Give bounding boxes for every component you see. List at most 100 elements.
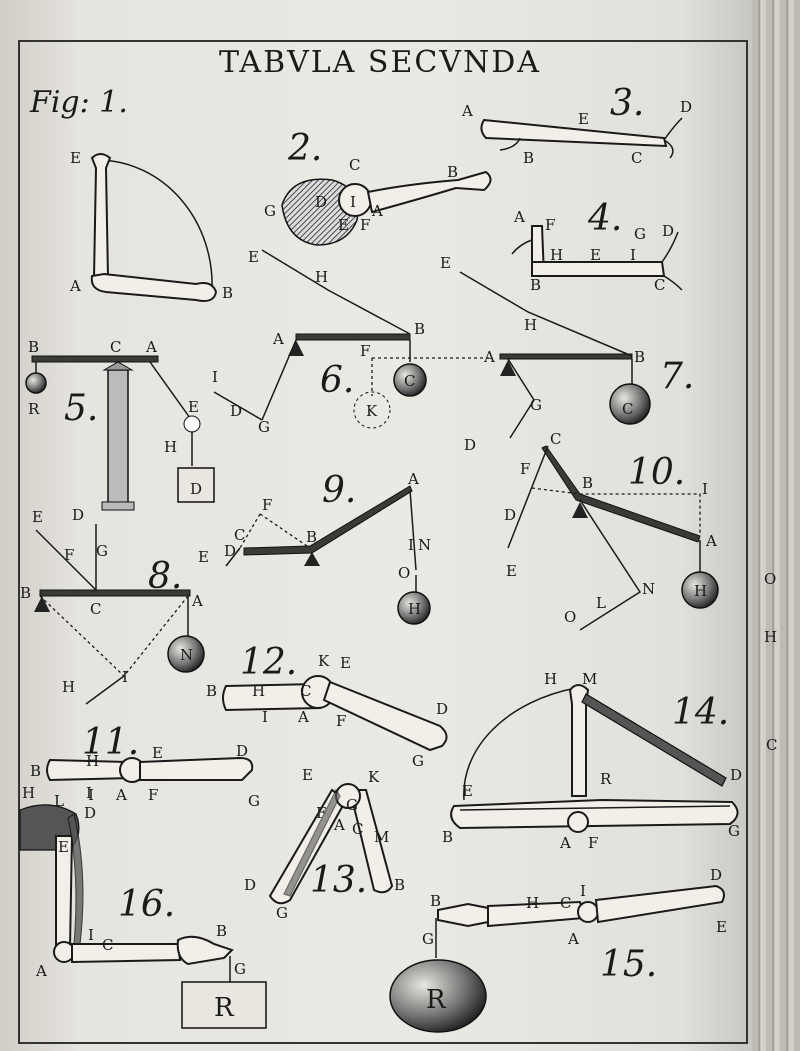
- fig12-label-e: E: [340, 654, 351, 672]
- fig6-label-e: E: [248, 248, 259, 266]
- fig8-cord-e: [35, 529, 97, 591]
- fig10-label-f: F: [520, 460, 530, 478]
- fig1-label-a: A: [69, 277, 81, 295]
- fig15-label-h: H: [526, 894, 539, 912]
- fig10-label-a: A: [705, 532, 717, 550]
- fig10-label-l: L: [596, 594, 606, 612]
- fig16-label-h: H: [22, 784, 35, 802]
- fig8-label-b: B: [20, 584, 31, 602]
- fig5-label-h: H: [164, 438, 177, 456]
- fig8-label-i: I: [122, 668, 128, 686]
- fig11-label-f: F: [148, 786, 158, 804]
- figure-10: 10. C F B I D A E H N L O: [504, 430, 719, 631]
- fig16-number: 16.: [118, 884, 175, 925]
- fig3-label-d: D: [680, 98, 692, 116]
- fig1-label-e: E: [70, 149, 81, 167]
- fig10-number: 10.: [628, 452, 685, 493]
- fig8-label-e: E: [32, 508, 43, 526]
- fig7-cord-eh: [459, 271, 633, 357]
- fig13-muscle: [283, 788, 341, 897]
- fig12-label-b: B: [206, 682, 217, 700]
- fig4-label-c: C: [654, 276, 665, 294]
- fig12-upper-bone: [222, 682, 322, 712]
- figure-8: 8. E D F G B C A N I H: [20, 506, 205, 705]
- fig5-label-c: C: [110, 338, 121, 356]
- fig11-label-b: B: [30, 762, 41, 780]
- fig7-beam: [499, 353, 633, 360]
- fig16-label-i2: I: [88, 926, 94, 944]
- fig9-label-d: D: [224, 542, 236, 560]
- fig6-fulcrum: [288, 340, 304, 356]
- figure-3: 3. A E D B C: [461, 83, 692, 167]
- fig16-label-r: R: [214, 993, 235, 1023]
- fig11-label-i: I: [88, 786, 94, 804]
- fig5-label-e: E: [188, 398, 199, 416]
- fig3-label-c: C: [631, 149, 642, 167]
- fig16-label-b: B: [216, 922, 227, 940]
- fig14-label-a: A: [559, 834, 571, 852]
- edge-label-o: O: [764, 570, 776, 588]
- fig9-label-f: F: [262, 496, 272, 514]
- fig10-label-h: H: [694, 582, 707, 600]
- fig6-label-h: H: [315, 268, 328, 286]
- fig9-dotted-fb: [259, 513, 311, 549]
- fig2-number: 2.: [287, 128, 322, 169]
- fig6-label-c: C: [404, 372, 415, 390]
- fig4-label-g: G: [634, 225, 646, 243]
- fig5-label-a: A: [145, 338, 157, 356]
- fig8-weight-n: [167, 635, 205, 673]
- figure-1: E A B: [69, 149, 233, 302]
- fig11-label-a: A: [115, 786, 127, 804]
- fig6-weight-k: [353, 391, 391, 429]
- fig2-label-d: D: [315, 193, 327, 211]
- fig9-weight-h: [397, 591, 431, 625]
- fig8-fulcrum: [34, 596, 50, 612]
- plate-border: [18, 40, 748, 1044]
- edge-label-h: H: [764, 628, 777, 646]
- fig5-number: 5.: [64, 388, 98, 429]
- fig16-label-i: I: [86, 784, 92, 802]
- fig6-weight-c: [393, 363, 427, 397]
- fig10-label-n: N: [642, 580, 655, 598]
- fig12-label-k: K: [318, 652, 330, 670]
- fig15-label-g: G: [422, 930, 434, 948]
- next-page-edge: [752, 0, 800, 1051]
- fig10-label-e: E: [506, 562, 517, 580]
- fig4-label-e: E: [590, 246, 601, 264]
- fig7-label-g: G: [530, 396, 542, 414]
- fig6-cord-ag: [261, 339, 297, 421]
- fig14-label-e: E: [462, 782, 473, 800]
- fig12-label-f: F: [336, 712, 346, 730]
- fig3-number: 3.: [610, 83, 644, 124]
- fig14-label-d: D: [730, 766, 742, 784]
- fig4-label-f: F: [545, 216, 555, 234]
- figure-16: 16. H L I D E I C B A G R: [19, 784, 267, 1029]
- fig10-fulcrum: [572, 502, 588, 518]
- fig8-label-c: C: [90, 600, 101, 618]
- figure-13: 13. E K F G A C M D G B: [244, 766, 405, 922]
- fig10-label-o: O: [564, 608, 576, 626]
- fig5-label-d: D: [190, 480, 202, 498]
- fig11-label-d: D: [236, 742, 248, 760]
- fig10-cord-d: [507, 445, 549, 549]
- fig5-column-top: [102, 361, 134, 371]
- fig8-beam: [39, 589, 191, 597]
- fig13-label-a: A: [333, 816, 345, 834]
- fig9-label-c: C: [234, 526, 245, 544]
- fig14-joint: [567, 811, 589, 833]
- fig5-label-r: R: [28, 400, 40, 418]
- fig13-right-bone: [348, 789, 394, 894]
- fig12-label-g: G: [412, 752, 424, 770]
- fig2-label-e: E: [338, 216, 349, 234]
- plate-title: TABVLA SECVNDA: [219, 45, 541, 80]
- fig4-label-b: B: [530, 276, 541, 294]
- fig10-label-d: D: [504, 506, 516, 524]
- fig9-beam: [243, 485, 413, 556]
- fig2-label-b: B: [447, 163, 458, 181]
- fig14-upright-bone: [568, 684, 590, 797]
- fig14-label-r: R: [600, 770, 612, 788]
- fig7-label-c: C: [622, 400, 633, 418]
- fig16-label-d: D: [84, 804, 96, 822]
- fig2-label-f: F: [360, 216, 370, 234]
- figure-7: 7. E H A B G C D: [440, 254, 694, 454]
